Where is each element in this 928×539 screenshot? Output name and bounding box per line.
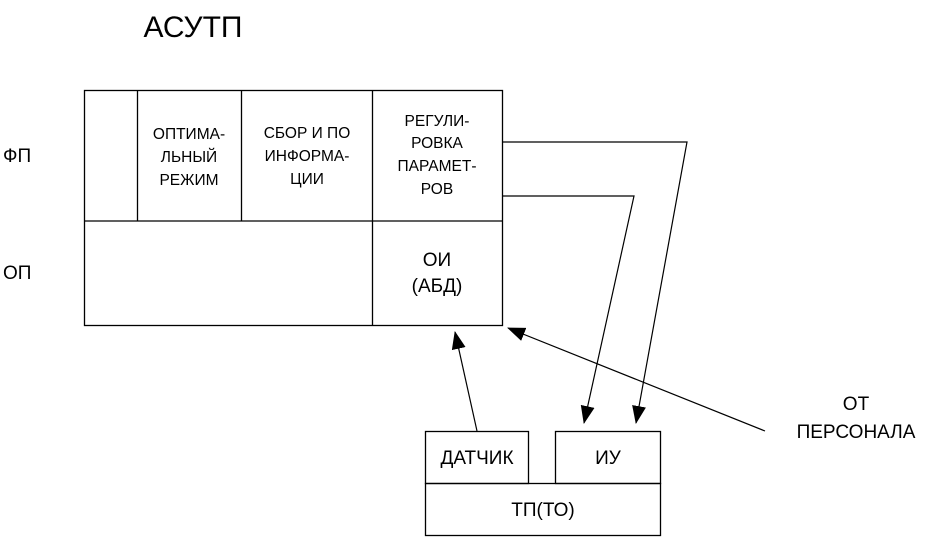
row-label-fp: ФП [3, 146, 31, 167]
personnel-line: ОТ [843, 394, 870, 415]
arrow-sensor-to-oi [451, 331, 478, 432]
cell-text-line: (АБД) [412, 276, 463, 297]
cell-text-line: ЛЬНЫЙ [161, 148, 217, 166]
cell-oi-abd: ОИ (АБД) [412, 250, 463, 297]
cell-optimal-mode: ОПТИМА- ЛЬНЫЙ РЕЖИМ [153, 126, 225, 189]
process-blocks [424, 430, 662, 537]
connectors [451, 141, 766, 432]
process-box [424, 482, 662, 537]
cell-text-line: РЕГУЛИ- [405, 113, 470, 130]
personnel-line: ПЕРСОНАЛА [797, 422, 916, 443]
system-grid [83, 89, 504, 327]
actuator-label: ИУ [595, 448, 622, 469]
cell-info-collection: СБОР И ПО ИНФОРМА- ЦИИ [264, 125, 351, 188]
process-label: ТП(ТО) [511, 500, 574, 521]
cell-text-line: ОПТИМА- [153, 126, 225, 143]
cell-text-line: РЕЖИМ [159, 172, 218, 189]
diagram-title: АСУТП [144, 11, 243, 44]
cell-text-line: ЦИИ [290, 171, 324, 188]
sensor-label: ДАТЧИК [440, 448, 513, 469]
arrow-personnel-to-oi [507, 327, 766, 432]
arrow-regulation-to-actuator-outer [503, 141, 688, 424]
cell-text-line: РОВКА [411, 135, 463, 152]
cell-text-line: СБОР И ПО [264, 125, 351, 142]
row-label-op: ОП [3, 263, 31, 284]
cell-parameter-regulation: РЕГУЛИ- РОВКА ПАРАМЕТ- РОВ [398, 113, 477, 198]
grid-outer [83, 89, 504, 327]
arrow-regulation-to-actuator-inner [503, 195, 635, 424]
cell-text-line: ОИ [423, 250, 451, 271]
cell-text-line: ПАРАМЕТ- [398, 158, 477, 175]
cell-text-line: РОВ [421, 181, 453, 198]
cell-text-line: ИНФОРМА- [265, 148, 350, 165]
personnel-label: ОТ ПЕРСОНАЛА [797, 394, 916, 443]
